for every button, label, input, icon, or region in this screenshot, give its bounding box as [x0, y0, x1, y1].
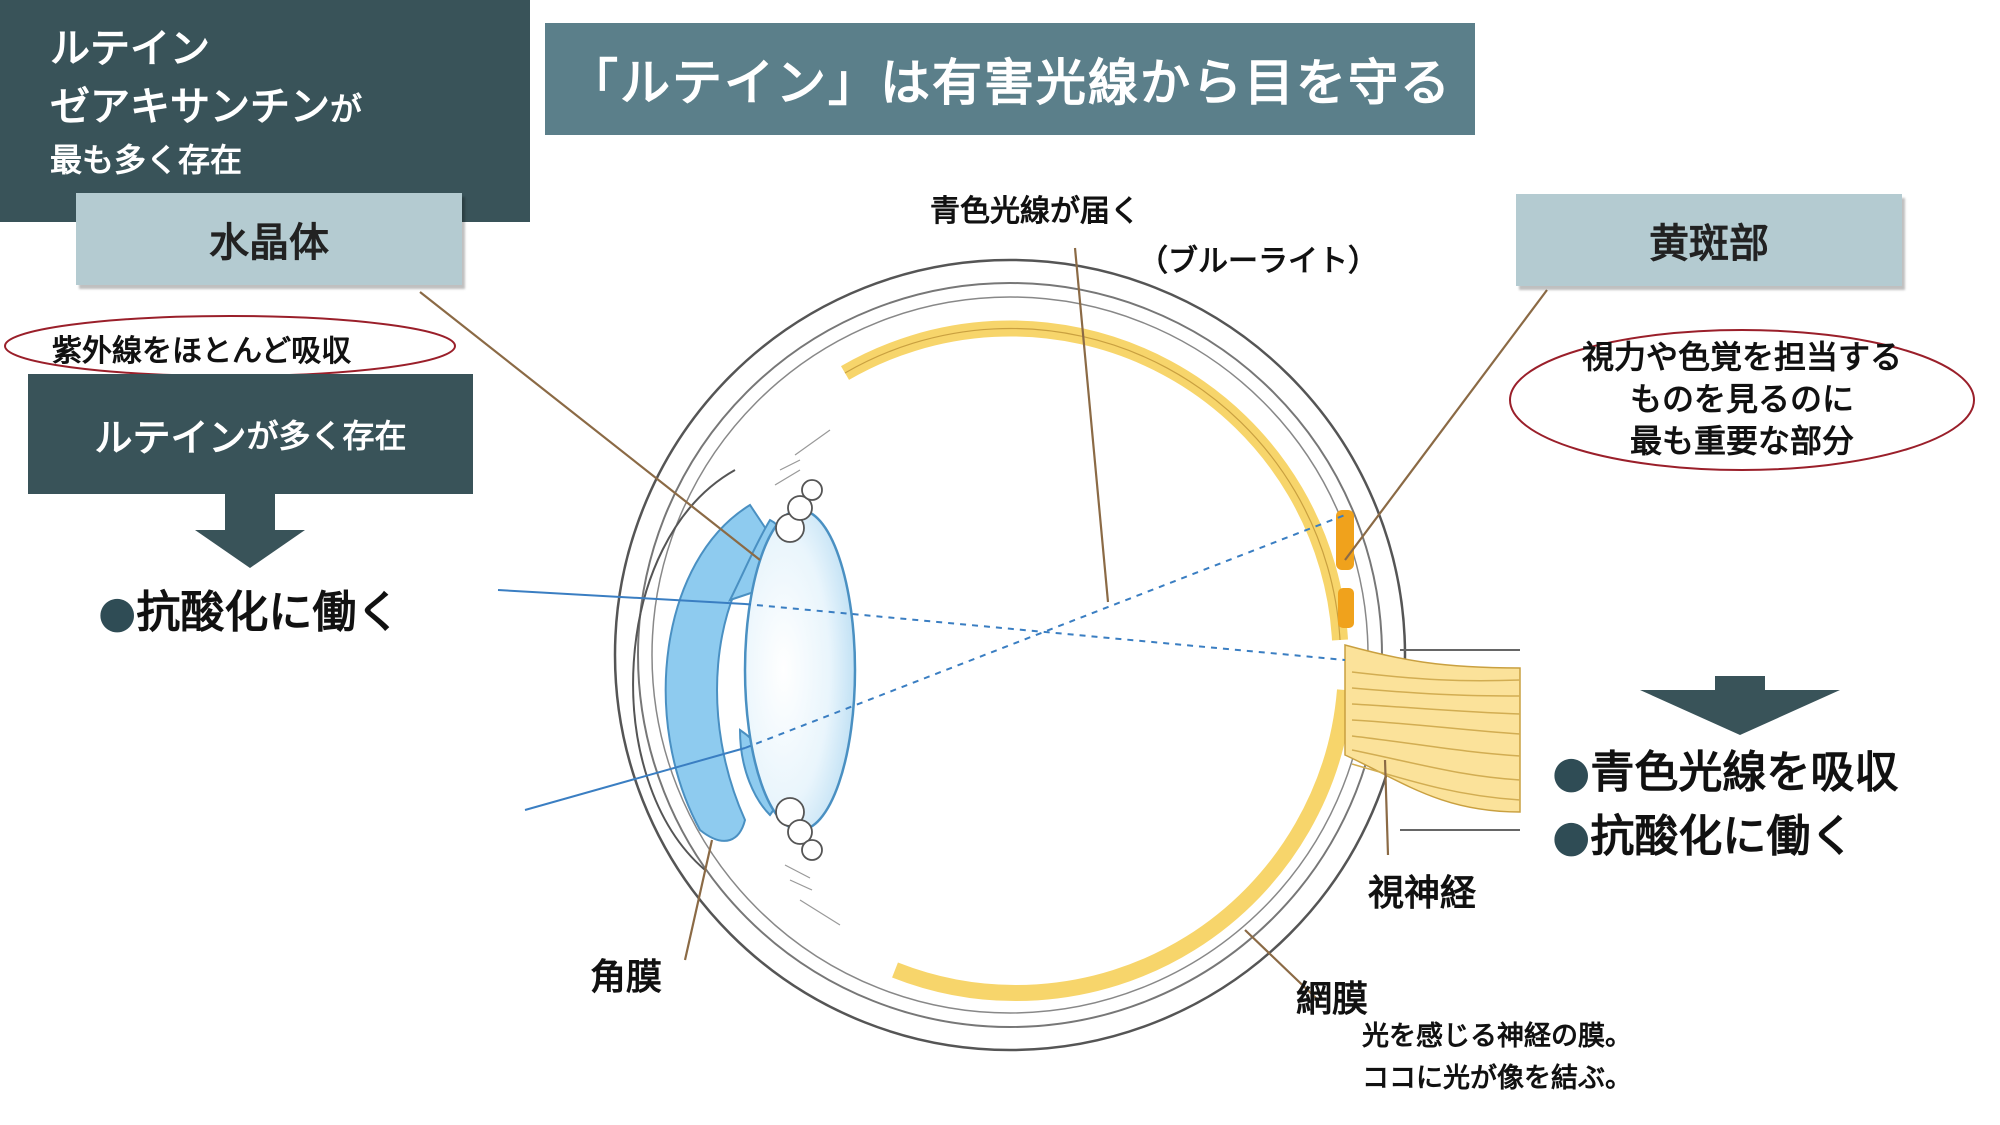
light-ray-upper-inside — [744, 603, 1346, 661]
bullet-icon: ● — [98, 587, 137, 638]
leader-optic-nerve — [1383, 759, 1390, 856]
title-banner: 「ルテイン」は有害光線から目を守る — [545, 23, 1475, 135]
macula-note-line: 最も重要な部分 — [1629, 422, 1854, 460]
lens-effect-text: 抗酸化に働く — [136, 587, 401, 638]
lens-lutein-suffix: が多く存在 — [246, 417, 407, 455]
ciliary-hatching — [774, 429, 841, 926]
ciliary-body-upper — [775, 479, 823, 543]
bullet-icon: ● — [1552, 811, 1591, 862]
light-ray-upper-outside — [497, 589, 746, 605]
ciliary-body-lower — [775, 797, 823, 861]
retina-layer-lower — [892, 689, 1353, 1002]
optic-nerve-label: 視神経 — [1368, 873, 1477, 914]
macula-lutein-line3: 最も多く存在 — [50, 141, 243, 179]
cornea-label: 角膜 — [590, 957, 663, 998]
lens-down-arrow — [195, 494, 305, 568]
lens-lutein-main: ルテイン — [94, 415, 247, 460]
bullet-icon: ● — [1552, 747, 1591, 798]
macula-label-box: 黄斑部 — [1516, 194, 1902, 286]
retina-label: 網膜 — [1296, 979, 1369, 1020]
macula-down-arrow — [1640, 676, 1840, 735]
retina-note-line: ココに光が像を結ぶ。 — [1362, 1063, 1632, 1094]
macula-lutein-line1: ルテイン — [50, 26, 210, 72]
retina-edge-upper — [844, 327, 1341, 641]
cornea-outer — [632, 469, 736, 871]
lens-label: 水晶体 — [209, 220, 329, 266]
macula-note-ellipse — [1509, 329, 1975, 471]
macula-effect-2: ●抗酸化に働く — [1552, 800, 1854, 864]
macula-label: 黄斑部 — [1649, 221, 1769, 267]
macula-lutein-box: ルテイン ゼアキサンチンが 最も多く存在 — [0, 0, 530, 222]
light-ray-lower-outside — [524, 747, 746, 811]
leader-blue-light — [1073, 247, 1110, 603]
leader-retina — [1244, 929, 1319, 1001]
fovea-spot — [1338, 588, 1354, 628]
macula-effect-text: 青色光線を吸収 — [1590, 747, 1899, 798]
retina-note: 光を感じる神経の膜。 ココに光が像を結ぶ。 — [1362, 1016, 1632, 1100]
macula-note-line: 視力や色覚を担当する — [1581, 338, 1902, 376]
macula-note-line: ものを見るのに — [1629, 380, 1854, 418]
leader-cornea — [683, 839, 714, 961]
blue-light-line2: （ブルーライト） — [1138, 244, 1378, 279]
uv-absorb-note: 紫外線をほとんど吸収 — [52, 334, 352, 369]
macula-lutein-line2: ゼアキサンチンが — [50, 78, 530, 138]
macula-spot — [1336, 510, 1354, 570]
leader-lens — [419, 291, 761, 561]
lens-lutein-box: ルテインが多く存在 — [28, 374, 473, 494]
macula-effect-1: ●青色光線を吸収 — [1552, 736, 1898, 800]
leader-macula — [1344, 289, 1548, 561]
macula-lutein-line2-main: ゼアキサンチン — [50, 84, 330, 130]
macula-lutein-line2-suffix: が — [330, 90, 363, 128]
blue-light-line1: 青色光線が届く — [930, 194, 1140, 229]
lens-label-box: 水晶体 — [76, 193, 462, 285]
leader-lines — [419, 247, 1548, 1001]
cornea — [664, 503, 772, 842]
retina-note-line: 光を感じる神経の膜。 — [1362, 1021, 1632, 1052]
crystalline-lens — [743, 508, 857, 832]
macula-note: 視力や色覚を担当する ものを見るのに 最も重要な部分 — [1522, 336, 1962, 462]
optic-nerve-fibers — [1351, 671, 1521, 801]
optic-nerve-sheath — [1400, 649, 1520, 831]
page-title: 「ルテイン」は有害光線から目を守る — [568, 54, 1452, 112]
macula-effect-text: 抗酸化に働く — [1590, 811, 1855, 862]
lens-effect: ●抗酸化に働く — [98, 576, 400, 640]
